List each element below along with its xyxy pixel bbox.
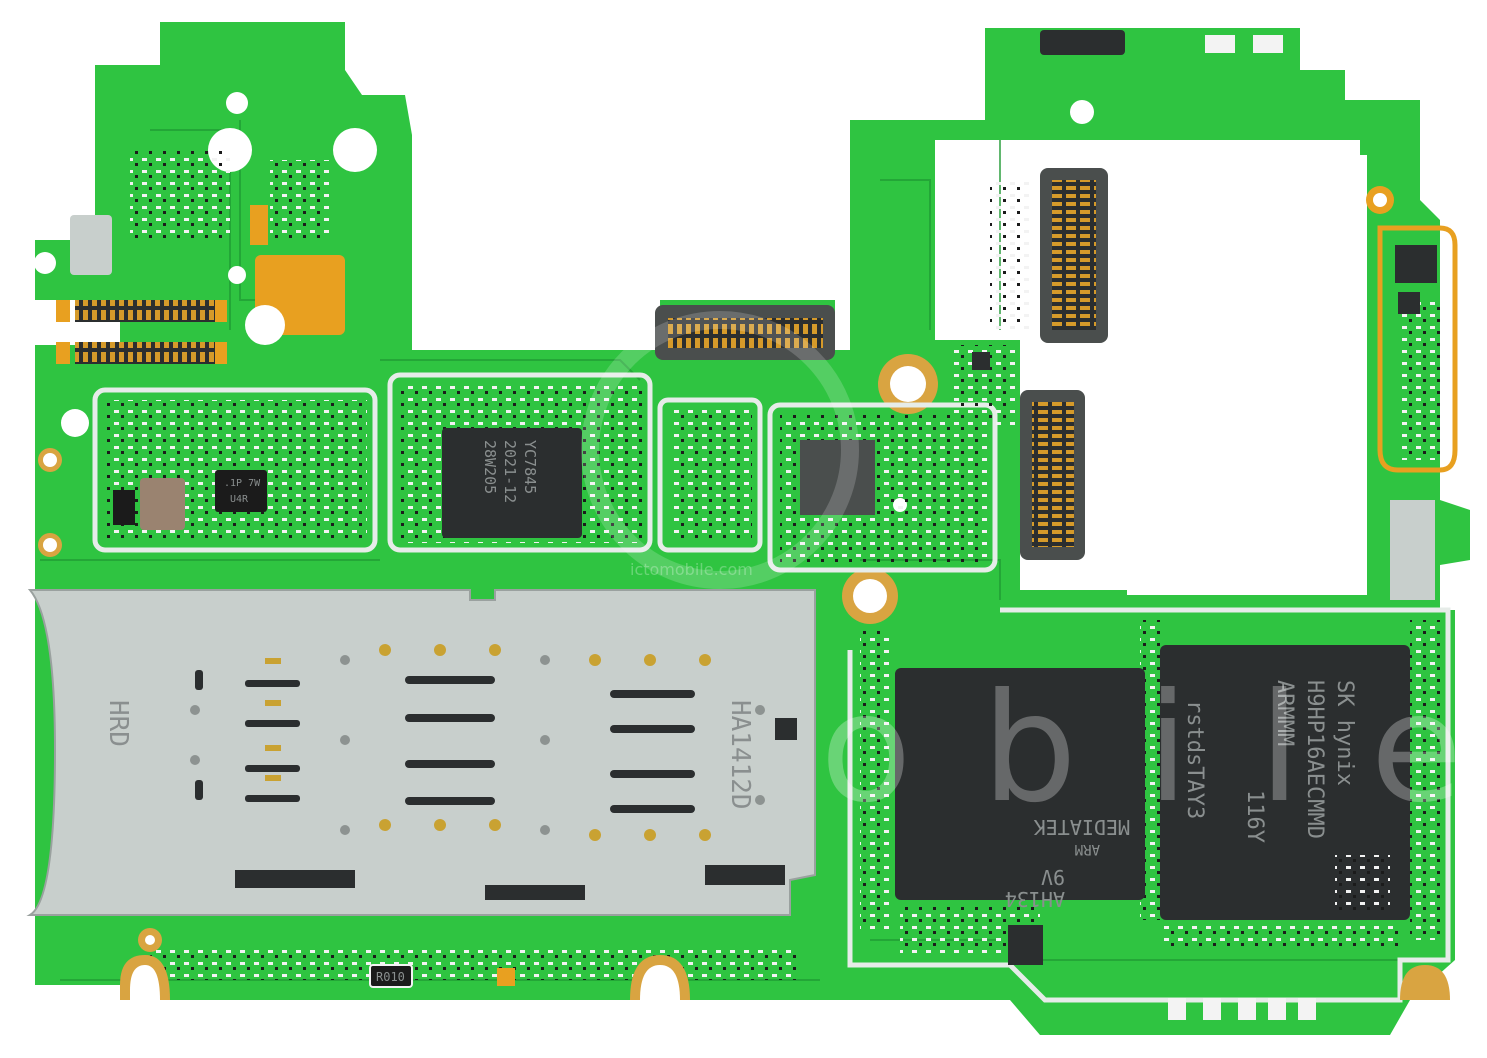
memory-label-brand: SK hynix [1332,680,1357,786]
misc-chips [800,352,1043,965]
memory-chip: SK hynix H9HP16AECMMD ARMMM 116Y rstdsTA… [1160,645,1410,920]
mounting-holes [34,92,1387,952]
memory-label-code: ARMMM [1272,680,1297,746]
small-chip: .1P 7W U4R [113,470,267,530]
pmic-label-line3: 28W205 [481,440,499,494]
pmic-label-line2: 2021-12 [501,440,519,503]
small-chip-line2: U4R [230,494,249,505]
bottom-leds [497,968,1316,1020]
soc-label-code1: 9V [1041,865,1065,889]
memory-label-date: 116Y [1242,790,1267,843]
soc-chip: MEDIATEK ARM 9V AH134 [895,668,1145,911]
soc-label-brand: MEDIATEK [1034,815,1130,839]
sim-tray: HRD HA1412D [26,589,816,916]
sim-tray-code: HA1412D [725,700,755,810]
resistor-label: R010 [376,970,405,984]
resistor: R010 [369,964,413,988]
soc-label-arm: ARM [1075,841,1100,857]
pmic-chip: YC7845 2021-12 28W205 [442,428,582,538]
pmic-label-line1: YC7845 [521,440,539,494]
small-chip-line1: .1P 7W [224,478,261,489]
watermark: ictomobile.com obile [581,311,1487,836]
bottom-notches [120,955,1450,1000]
sim-tray-brand: HRD [103,700,133,747]
soc-label-code2: AH134 [1005,887,1065,911]
board-connectors [70,30,1437,600]
watermark-word: obile [820,662,1487,836]
watermark-url: ictomobile.com [630,560,753,579]
memory-label-lot: rstdsTAY3 [1182,700,1207,819]
memory-label-part: H9HP16AECMMD [1302,680,1327,839]
